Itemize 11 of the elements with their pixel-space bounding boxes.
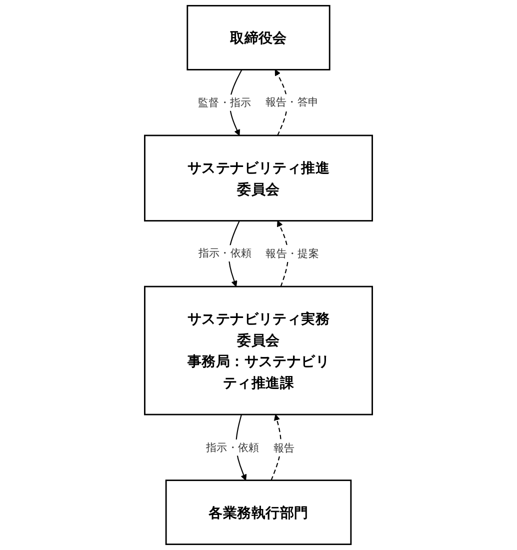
edge-label: 監督・指示 — [198, 96, 252, 109]
node-box: 取締役会 — [186, 4, 330, 70]
edge-label: 指示・依頼 — [198, 246, 252, 260]
edge-label: 報告 — [273, 441, 295, 454]
node-box: サステナビリティ実務委員会 事務局：サステナビリティ推進課 — [144, 286, 373, 416]
edge-label: 報告・答申 — [265, 96, 319, 108]
node-box: サステナビリティ推進委員会 — [144, 134, 373, 222]
node-box: 各業務執行部門 — [165, 480, 352, 546]
edge-label: 報告・提案 — [266, 247, 319, 260]
edge-label: 指示・依頼 — [206, 440, 260, 454]
arrow — [270, 414, 282, 481]
